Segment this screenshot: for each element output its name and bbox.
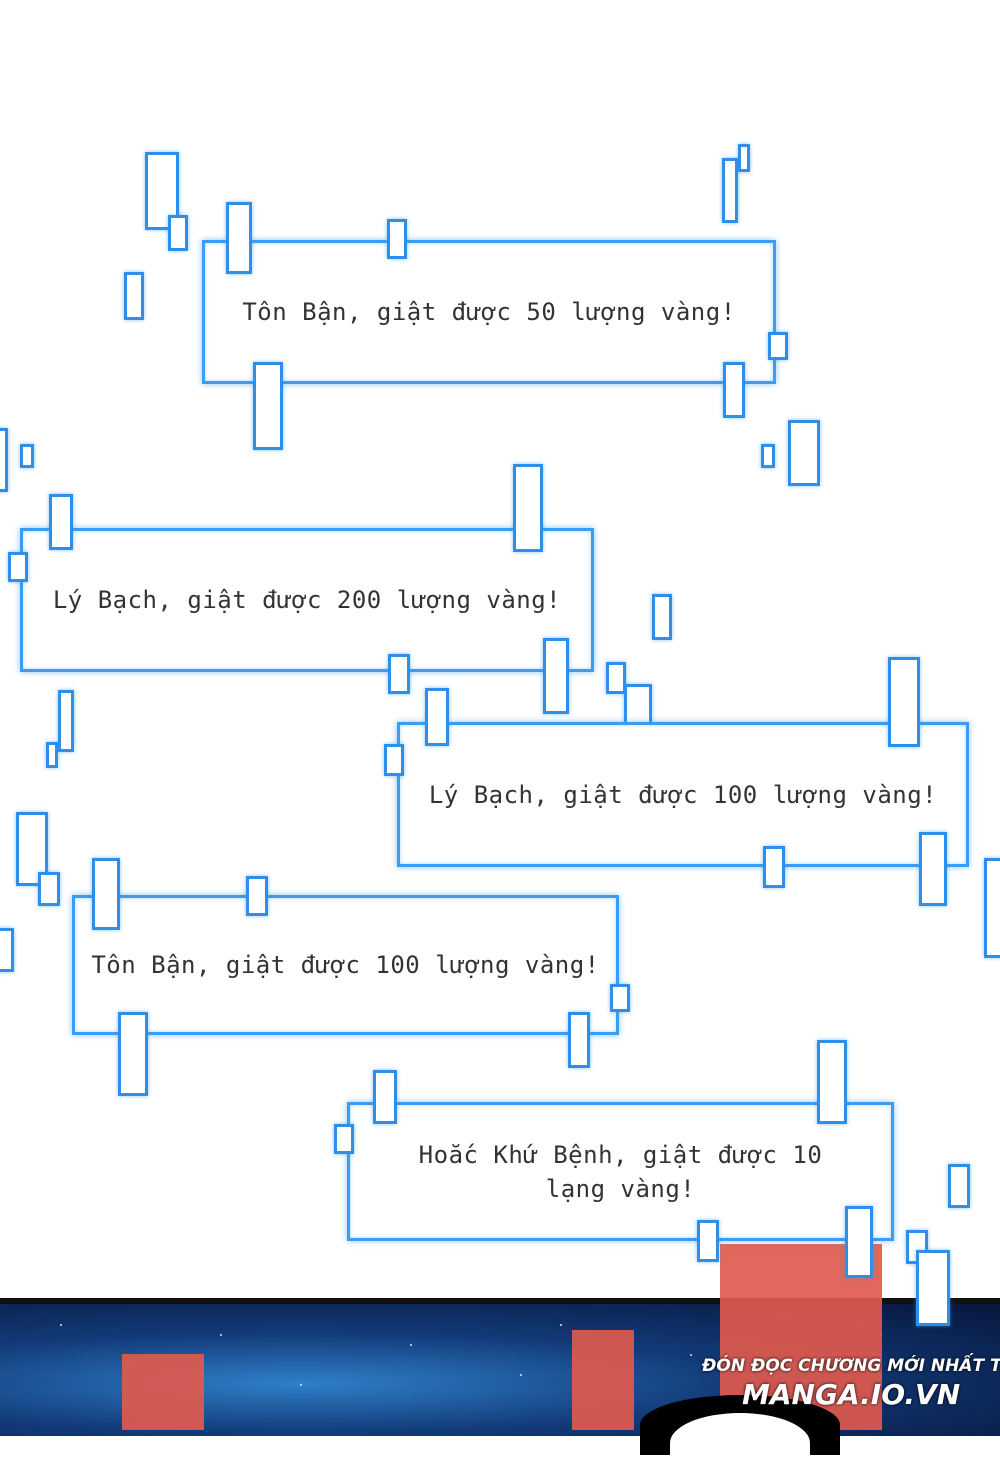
notification-text: Tôn Bận, giật được 50 lượng vàng! bbox=[242, 298, 736, 326]
deco-bar bbox=[118, 1012, 148, 1096]
deco-bar bbox=[58, 690, 74, 752]
deco-bar bbox=[916, 1250, 950, 1326]
notification-text: Lý Bạch, giật được 200 lượng vàng! bbox=[52, 586, 562, 614]
deco-bar bbox=[124, 272, 144, 320]
deco-bar bbox=[49, 494, 73, 550]
deco-bar bbox=[948, 1164, 970, 1208]
deco-bar bbox=[817, 1040, 847, 1124]
deco-bar bbox=[92, 858, 120, 930]
deco-bar bbox=[384, 744, 404, 776]
deco-bar bbox=[763, 846, 785, 888]
deco-bar bbox=[984, 858, 1000, 958]
notification-text: Tôn Bận, giật được 100 lượng vàng! bbox=[91, 951, 600, 979]
deco-bar bbox=[738, 144, 750, 172]
deco-bar bbox=[253, 362, 283, 450]
deco-bar bbox=[624, 684, 652, 728]
deco-bar bbox=[722, 158, 738, 223]
deco-bar bbox=[610, 984, 630, 1012]
deco-bar bbox=[788, 420, 820, 486]
deco-bar bbox=[888, 657, 920, 747]
deco-bar bbox=[387, 219, 407, 259]
deco-bar bbox=[8, 552, 28, 582]
deco-bar bbox=[761, 444, 775, 468]
deco-bar bbox=[425, 688, 449, 746]
deco-bar bbox=[38, 872, 60, 906]
deco-bar bbox=[388, 654, 410, 694]
notification-box: Tôn Bận, giật được 100 lượng vàng! bbox=[72, 895, 619, 1035]
notification-box: Tôn Bận, giật được 50 lượng vàng! bbox=[202, 240, 776, 384]
deco-bar bbox=[20, 444, 34, 468]
deco-bar bbox=[543, 638, 569, 714]
deco-bar bbox=[226, 202, 252, 274]
deco-bar bbox=[0, 428, 8, 492]
deco-bar bbox=[0, 928, 14, 972]
notification-text: Lý Bạch, giật được 100 lượng vàng! bbox=[428, 780, 938, 809]
deco-bar bbox=[723, 362, 745, 418]
notification-text: lạng vàng! bbox=[545, 1174, 696, 1203]
deco-bar bbox=[373, 1070, 397, 1124]
notification-box: Lý Bạch, giật được 200 lượng vàng! bbox=[20, 528, 594, 672]
deco-bar bbox=[919, 832, 947, 906]
red-envelope bbox=[122, 1354, 204, 1430]
deco-bar bbox=[606, 662, 626, 694]
watermark-line2: MANGA.IO.VN bbox=[742, 1378, 961, 1411]
deco-bar bbox=[246, 876, 268, 916]
notification-box: Hoắc Khứ Bệnh, giật được 10 lạng vàng! bbox=[347, 1102, 894, 1241]
deco-bar bbox=[168, 215, 188, 251]
red-envelope bbox=[572, 1330, 634, 1430]
deco-bar bbox=[46, 742, 58, 768]
notification-text: Hoắc Khứ Bệnh, giật được 10 bbox=[418, 1140, 823, 1169]
deco-bar bbox=[652, 594, 672, 640]
notification-box: Lý Bạch, giật được 100 lượng vàng! bbox=[397, 722, 969, 867]
deco-bar bbox=[334, 1124, 354, 1154]
deco-bar bbox=[513, 464, 543, 552]
deco-bar bbox=[568, 1012, 590, 1068]
deco-bar bbox=[697, 1220, 719, 1262]
deco-bar bbox=[768, 332, 788, 360]
watermark-line1: ĐÓN ĐỌC CHƯƠNG MỚI NHẤT TẠI bbox=[702, 1356, 1000, 1376]
deco-bar bbox=[145, 152, 179, 230]
deco-bar bbox=[845, 1206, 873, 1278]
